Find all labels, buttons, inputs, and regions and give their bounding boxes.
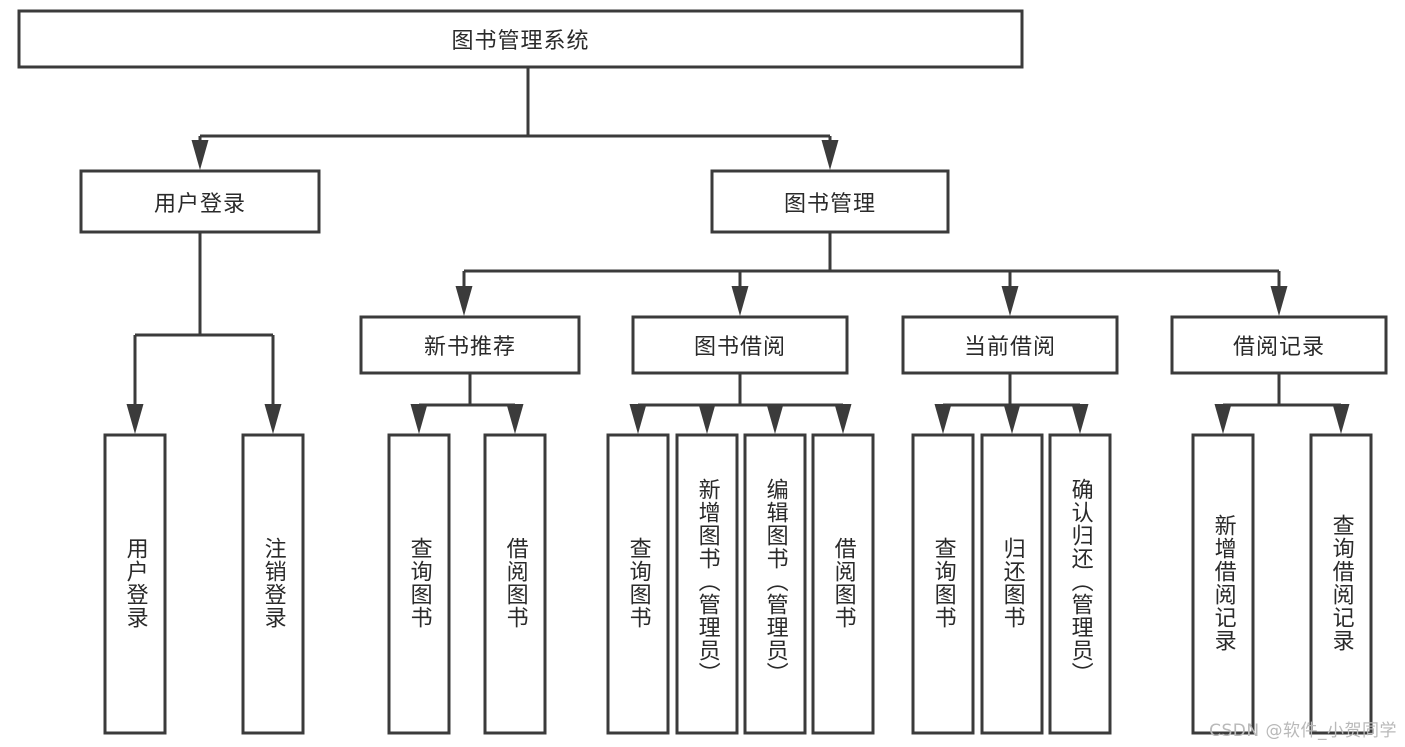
arrow-head-icon xyxy=(126,404,144,434)
arrow-head-icon xyxy=(698,404,716,434)
node-box-l2_3[interactable] xyxy=(1170,315,1388,375)
arrow-head-icon xyxy=(629,404,647,434)
node-box-leaf_0[interactable] xyxy=(103,433,167,735)
arrow-head-icon xyxy=(1003,404,1021,434)
node-box-leaf_12[interactable] xyxy=(1309,433,1373,735)
arrow-head-icon xyxy=(264,404,282,434)
arrow-head-icon xyxy=(834,404,852,434)
arrow-head-icon xyxy=(1071,404,1089,434)
connector-layer xyxy=(126,67,1350,434)
node-box-layer xyxy=(17,9,1388,735)
arrow-head-icon xyxy=(191,140,209,170)
node-box-leaf_2[interactable] xyxy=(387,433,451,735)
node-box-l1_1[interactable] xyxy=(710,169,950,234)
connector-group xyxy=(934,373,1089,434)
connector-group xyxy=(126,232,282,434)
arrow-head-icon xyxy=(506,404,524,434)
node-box-leaf_10[interactable] xyxy=(1048,433,1112,735)
arrow-head-icon xyxy=(455,286,473,316)
connector-group xyxy=(191,67,839,170)
connector-group xyxy=(410,373,524,434)
node-box-l2_2[interactable] xyxy=(901,315,1119,375)
connector-group xyxy=(629,373,852,434)
node-box-l2_1[interactable] xyxy=(631,315,849,375)
node-box-l1_0[interactable] xyxy=(79,169,321,234)
connector-group xyxy=(1214,373,1350,434)
watermark-text: CSDN @软件_小贺同学 xyxy=(1209,721,1397,741)
node-box-root[interactable] xyxy=(17,9,1024,69)
arrow-head-icon xyxy=(731,286,749,316)
node-box-leaf_3[interactable] xyxy=(483,433,547,735)
arrow-head-icon xyxy=(1001,286,1019,316)
node-box-leaf_7[interactable] xyxy=(811,433,875,735)
node-box-l2_0[interactable] xyxy=(359,315,581,375)
node-box-leaf_1[interactable] xyxy=(241,433,305,735)
arrow-head-icon xyxy=(766,404,784,434)
arrow-head-icon xyxy=(821,140,839,170)
node-box-leaf_11[interactable] xyxy=(1191,433,1255,735)
node-box-leaf_6[interactable] xyxy=(743,433,807,735)
arrow-head-icon xyxy=(1270,286,1288,316)
arrow-head-icon xyxy=(934,404,952,434)
node-box-leaf_4[interactable] xyxy=(606,433,670,735)
arrow-head-icon xyxy=(1332,404,1350,434)
node-box-leaf_5[interactable] xyxy=(675,433,739,735)
arrow-head-icon xyxy=(410,404,428,434)
connector-group xyxy=(455,232,1288,316)
node-box-leaf_8[interactable] xyxy=(911,433,975,735)
node-box-leaf_9[interactable] xyxy=(980,433,1044,735)
arrow-head-icon xyxy=(1214,404,1232,434)
